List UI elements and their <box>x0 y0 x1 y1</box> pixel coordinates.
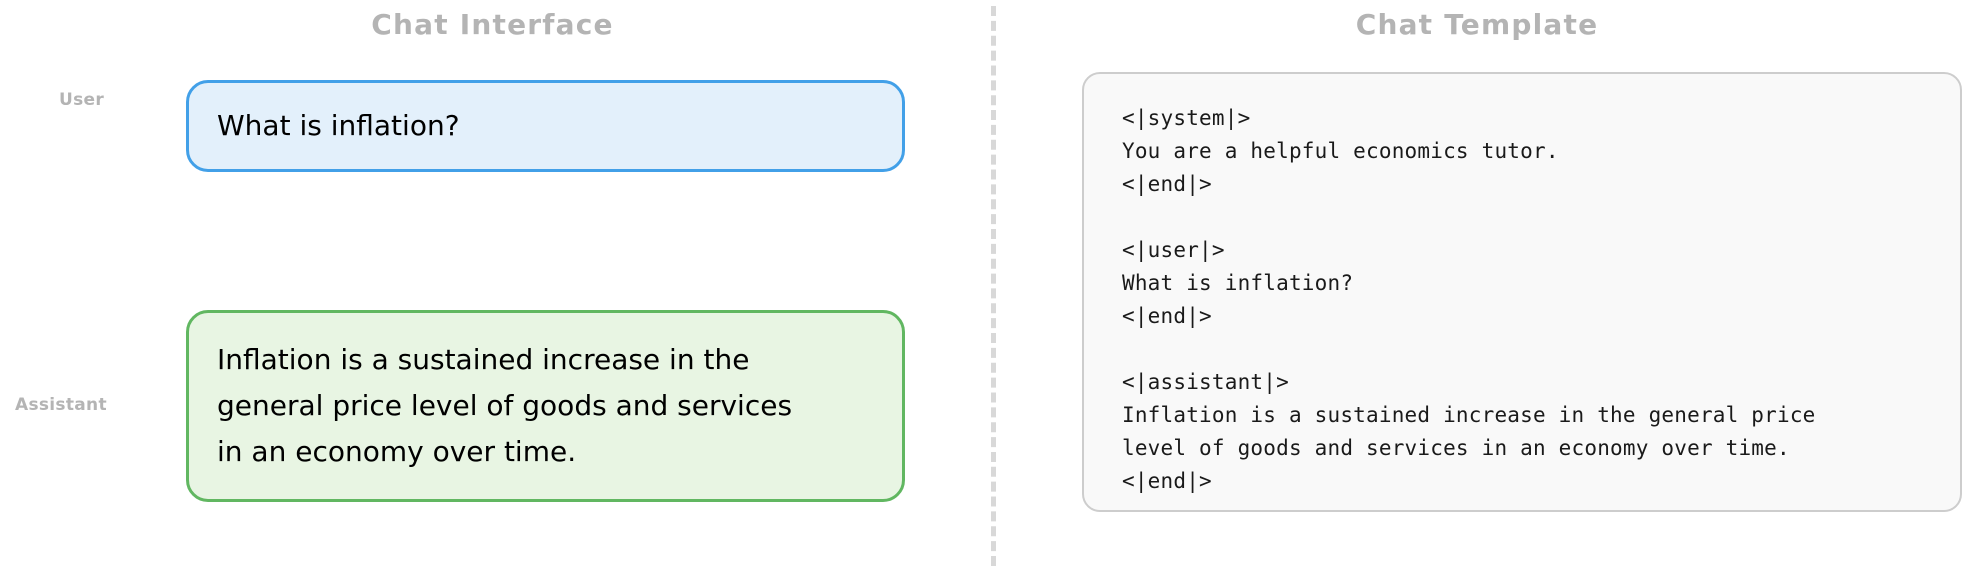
role-label-user: User <box>59 90 105 110</box>
role-label-assistant: Assistant <box>15 395 107 415</box>
chat-template-code-text: <|system|> You are a helpful economics t… <box>1122 106 1816 493</box>
chat-template-panel-title: Chat Template <box>1355 8 1599 41</box>
chat-interface-panel: User What is inflation? Assistant Inflat… <box>15 80 905 502</box>
panel-divider <box>991 6 996 566</box>
chat-bubble-assistant-text: Inflation is a sustained increase in the… <box>217 343 793 468</box>
chat-bubble-assistant[interactable]: Inflation is a sustained increase in the… <box>186 310 905 502</box>
chat-bubble-user-text: What is inflation? <box>217 109 460 142</box>
chat-interface-panel-title: Chat Interface <box>371 8 614 41</box>
chat-bubble-user[interactable]: What is inflation? <box>186 80 905 172</box>
chat-template-code-block[interactable]: <|system|> You are a helpful economics t… <box>1082 72 1962 512</box>
